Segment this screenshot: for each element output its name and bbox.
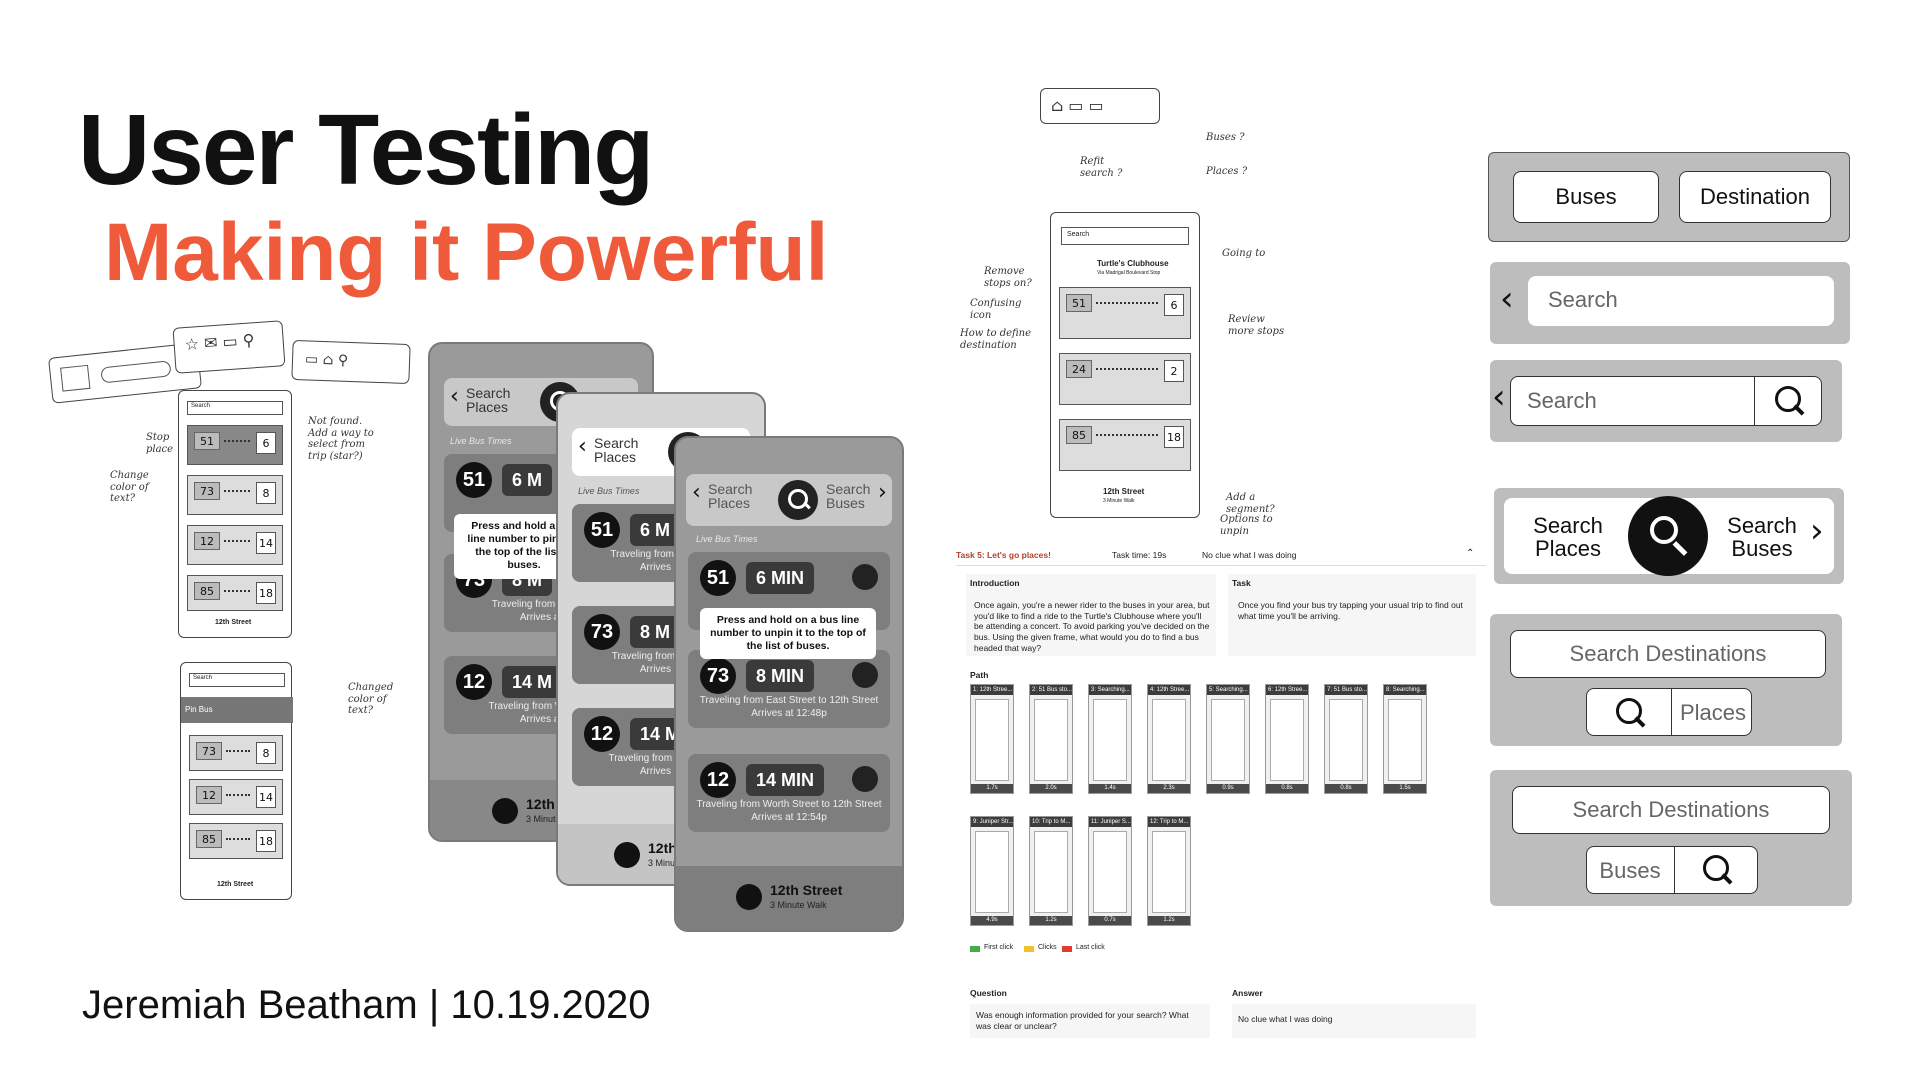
search-places-button[interactable]: Search Places [1533, 513, 1603, 562]
sketch-note: Change color of text? [110, 470, 149, 504]
slide-title: User Testing [78, 94, 654, 206]
pin-icon[interactable] [852, 564, 878, 590]
sketch-wireframe-top: ⌂ ▭ ▭ Search Turtle's Clubhouse Via Madr… [950, 88, 1310, 537]
places-search-group [1586, 688, 1752, 736]
search-buses-button[interactable]: Search Buses [1727, 513, 1797, 562]
forward-chevron-icon[interactable]: › [1810, 511, 1824, 551]
search-input[interactable]: Search [1528, 276, 1834, 326]
phone-mockup-3: ‹ Search Places Search Buses › Live Bus … [674, 436, 904, 932]
sketch-note: Stop place [146, 432, 174, 455]
location-pin-icon [492, 798, 518, 824]
sketch-nav-thumb: ⌂ ▭ ▭ [1040, 88, 1160, 124]
pin-icon[interactable] [852, 662, 878, 688]
task-title: Task 5: Let's go places! [956, 550, 1051, 560]
author-date: Jeremiah Beatham | 10.19.2020 [82, 983, 651, 1027]
buses-button[interactable]: Buses [1513, 171, 1659, 223]
search-bar[interactable]: ‹ Search Places Search Buses › [686, 474, 892, 526]
search-icon [1616, 698, 1646, 728]
collapse-icon[interactable]: ⌃ [1466, 548, 1475, 559]
variant-destinations-places: Search Destinations Places [1490, 614, 1842, 746]
path-step[interactable]: 8: Searching...1.5s [1383, 684, 1427, 794]
sketch-note: Changed color of text? [348, 682, 394, 716]
location-pin-icon [736, 884, 762, 910]
buses-button[interactable]: Buses [1599, 858, 1661, 883]
path-row-1: 1: 12th Stree...1.7s 2: 51 Bus sto...2.0… [970, 684, 1470, 798]
search-destinations-input[interactable]: Search Destinations [1512, 786, 1830, 834]
search-button[interactable] [1586, 688, 1672, 736]
search-destinations-input[interactable]: Search Destinations [1510, 630, 1826, 678]
search-button[interactable] [1674, 846, 1758, 894]
path-step[interactable]: 10: Trip to M...1.2s [1029, 816, 1073, 926]
back-chevron-icon[interactable]: ‹ [1500, 279, 1514, 319]
pin-icon[interactable] [852, 766, 878, 792]
search-button[interactable] [1754, 376, 1822, 426]
sketch-note: Not found. Add a way to select from trip… [308, 416, 374, 462]
places-button[interactable]: Places [1679, 700, 1747, 725]
variant-buses-destination: Buses Destination [1488, 152, 1850, 242]
path-step[interactable]: 4: 12th Stree...2.3s [1147, 684, 1191, 794]
path-step[interactable]: 7: 51 Bus sto...0.8s [1324, 684, 1368, 794]
search-icon[interactable] [778, 480, 818, 520]
task-answer: No clue what I was doing [1202, 550, 1297, 560]
click-legend: First click Clicks Last click [970, 944, 1170, 956]
path-step[interactable]: 2: 51 Bus sto...2.0s [1029, 684, 1073, 794]
path-step[interactable]: 1: 12th Stree...1.7s [970, 684, 1014, 794]
bus-card[interactable]: 12 14 MIN Traveling from Worth Street to… [688, 754, 890, 832]
path-step[interactable]: 12: Trip to M...1.2s [1147, 816, 1191, 926]
clicks-swatch [1024, 946, 1034, 952]
phone-footer: 12th Street 3 Minute Walk [676, 866, 902, 930]
first-click-swatch [970, 946, 980, 952]
test-report: Task 5: Let's go places! Task time: 19s … [956, 544, 1486, 1040]
pin-tooltip: Press and hold on a bus line number to u… [700, 608, 876, 660]
search-icon [1775, 386, 1805, 416]
last-click-swatch [1062, 946, 1072, 952]
sketch-thumb: ☆ ✉ ▭ ⚲ [172, 320, 286, 374]
path-row-2: 9: Juniper Str...4.9s 10: Trip to M...1.… [970, 816, 1210, 930]
sketch-thumb: ▭ ⌂ ⚲ [291, 339, 411, 385]
variant-search-icon: ‹ Search [1490, 360, 1842, 442]
path-step[interactable]: 6: 12th Stree...0.8s [1265, 684, 1309, 794]
slide-subtitle: Making it Powerful [104, 207, 829, 298]
search-circle-button[interactable] [1628, 496, 1708, 576]
search-places-button[interactable]: Search Places [708, 481, 753, 511]
task-time: Task time: 19s [1112, 550, 1167, 560]
search-icon [1703, 855, 1733, 885]
path-step[interactable]: 5: Searching...0.9s [1206, 684, 1250, 794]
path-step[interactable]: 3: Searching...1.4s [1088, 684, 1132, 794]
bus-card[interactable]: 73 8 MIN Traveling from East Street to 1… [688, 650, 890, 728]
destination-button[interactable]: Destination [1679, 171, 1831, 223]
path-step[interactable]: 11: Juniper S...0.7s [1088, 816, 1132, 926]
variant-destinations-buses: Search Destinations Buses [1490, 770, 1852, 906]
location-pin-icon [614, 842, 640, 868]
search-input[interactable]: Search [1510, 376, 1822, 426]
path-step[interactable]: 9: Juniper Str...4.9s [970, 816, 1014, 926]
back-chevron-icon[interactable]: ‹ [1492, 377, 1506, 417]
sketch-phone-top: Search Turtle's Clubhouse Via Madrigal B… [1050, 212, 1200, 518]
search-buses-button[interactable]: Search Buses [826, 481, 871, 511]
variant-search-toggle: ‹ Search Places Search Buses › [1494, 488, 1844, 584]
variant-search-back: ‹ Search [1490, 262, 1850, 344]
